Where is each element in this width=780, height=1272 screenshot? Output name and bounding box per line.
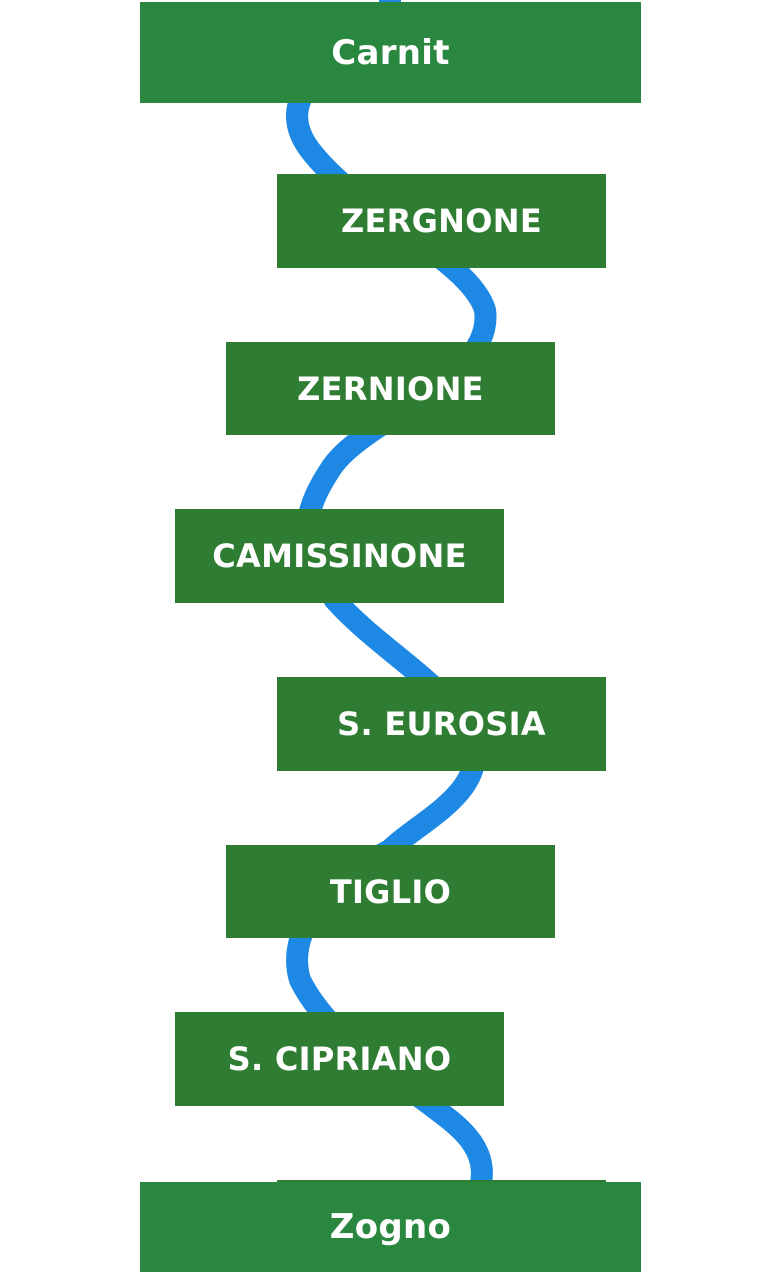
route-stop-label: ZERGNONE (341, 202, 542, 240)
route-stop: S. EUROSIA (277, 677, 606, 771)
route-end-label: Zogno (329, 1207, 452, 1247)
route-stop-label: S. EUROSIA (337, 705, 546, 743)
route-stop: CAMISSINONE (175, 509, 504, 603)
route-end-terminal: Zogno (140, 1182, 641, 1272)
route-stop: TIGLIO (226, 845, 555, 938)
route-start-terminal: Carnit (140, 2, 641, 103)
route-stop: S. CIPRIANO (175, 1012, 504, 1106)
route-stop-label: TIGLIO (329, 872, 452, 911)
route-stop-label: ZERNIONE (297, 369, 484, 408)
route-stop-label: S. CIPRIANO (227, 1040, 452, 1078)
route-stop: ZERGNONE (277, 174, 606, 268)
route-stop: ZERNIONE (226, 342, 555, 435)
route-start-label: Carnit (331, 32, 450, 73)
route-stop-label: CAMISSINONE (212, 537, 467, 575)
